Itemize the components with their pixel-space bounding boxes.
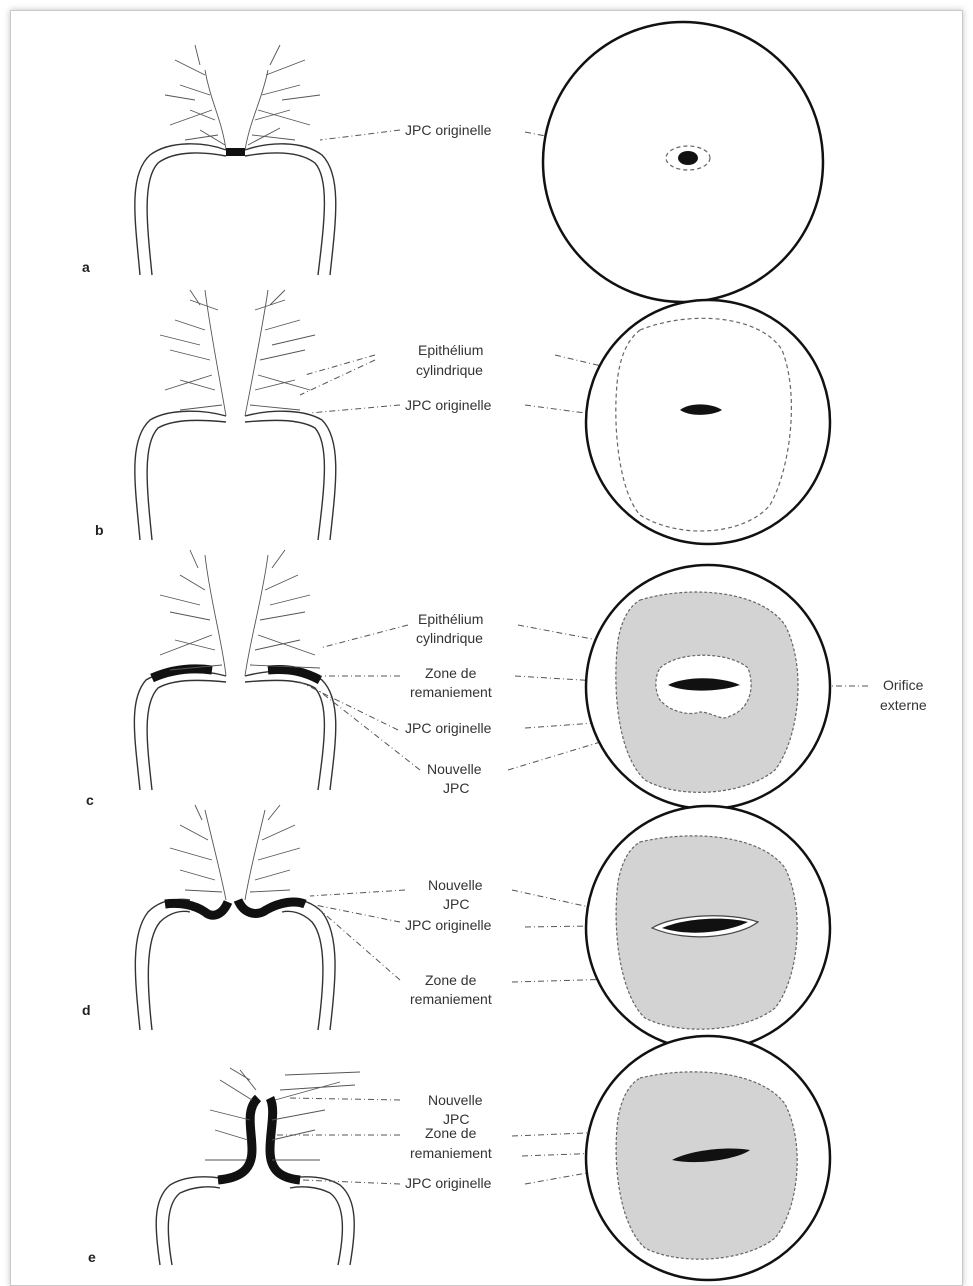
panel-letter-a: a	[82, 259, 90, 275]
label-zone-de-c: Zone de	[425, 665, 477, 681]
cervix-section-a	[135, 45, 336, 275]
label-zone-de-d: Zone de	[425, 972, 477, 988]
panel-letter-b: b	[95, 522, 104, 538]
cervix-face-circle-b	[586, 300, 830, 544]
leader-line	[290, 1098, 400, 1100]
label-zone-de-e: Zone de	[425, 1125, 477, 1141]
leader-line	[320, 910, 400, 980]
cervix-section-d	[135, 805, 335, 1030]
cervix-section-e	[156, 1068, 360, 1265]
label-nouvelle-e: Nouvelle	[428, 1092, 483, 1108]
new-scj-left-c	[152, 669, 212, 678]
panel-letter-d: d	[82, 1002, 91, 1018]
cervix-section-c	[134, 550, 335, 790]
label-remaniement-e: remaniement	[410, 1145, 492, 1161]
label-nouvelle-c: Nouvelle	[427, 761, 482, 777]
label-remaniement-c: remaniement	[410, 684, 492, 700]
label-epithelium-c: Epithélium	[418, 611, 483, 627]
leader-line	[310, 405, 400, 413]
panel-b: b Epithélium cylindrique JPC originelle	[95, 290, 830, 544]
label-cylindrique-b: cylindrique	[416, 362, 483, 378]
panel-letter-c: c	[86, 792, 94, 808]
panel-a: a JPC originelle	[82, 22, 823, 302]
leader-line	[300, 355, 375, 395]
label-jpc-originelle-a: JPC originelle	[405, 122, 492, 138]
leader-line	[320, 625, 408, 648]
label-epithelium-b: Epithélium	[418, 342, 483, 358]
leader-line	[320, 130, 400, 140]
panel-letter-e: e	[88, 1249, 96, 1265]
label-jpc-originelle-e: JPC originelle	[405, 1175, 492, 1191]
label-jpc-originelle-c: JPC originelle	[405, 720, 492, 736]
leader-line	[300, 682, 398, 730]
new-scj-right-d	[238, 900, 305, 913]
label-externe-c: externe	[880, 697, 927, 713]
leader-line	[302, 1180, 400, 1184]
transformation-zone-e	[616, 1072, 797, 1259]
cervix-section-b	[135, 290, 336, 540]
panel-d: d Nouvelle JPC JPC originelle Zone de re…	[82, 805, 830, 1050]
label-orifice-c: Orifice	[883, 677, 924, 693]
label-cylindrique-c: cylindrique	[416, 630, 483, 646]
label-remaniement-d: remaniement	[410, 991, 492, 1007]
new-scj-left-e	[218, 1098, 258, 1180]
label-jpc-c: JPC	[443, 780, 469, 796]
panel-e: e Nouvelle JPC Zone de remaniement JPC o…	[88, 1036, 830, 1280]
label-nouvelle-d: Nouvelle	[428, 877, 483, 893]
label-jpc-d: JPC	[443, 896, 469, 912]
label-jpc-originelle-d: JPC originelle	[405, 917, 492, 933]
new-scj-right-c	[268, 669, 320, 680]
panel-c: c Epithélium cylindrique Zone de remanie…	[86, 550, 927, 809]
external-os-a	[678, 151, 698, 165]
label-jpc-originelle-b: JPC originelle	[405, 397, 492, 413]
leader-line	[315, 905, 400, 922]
leader-line	[310, 890, 405, 896]
